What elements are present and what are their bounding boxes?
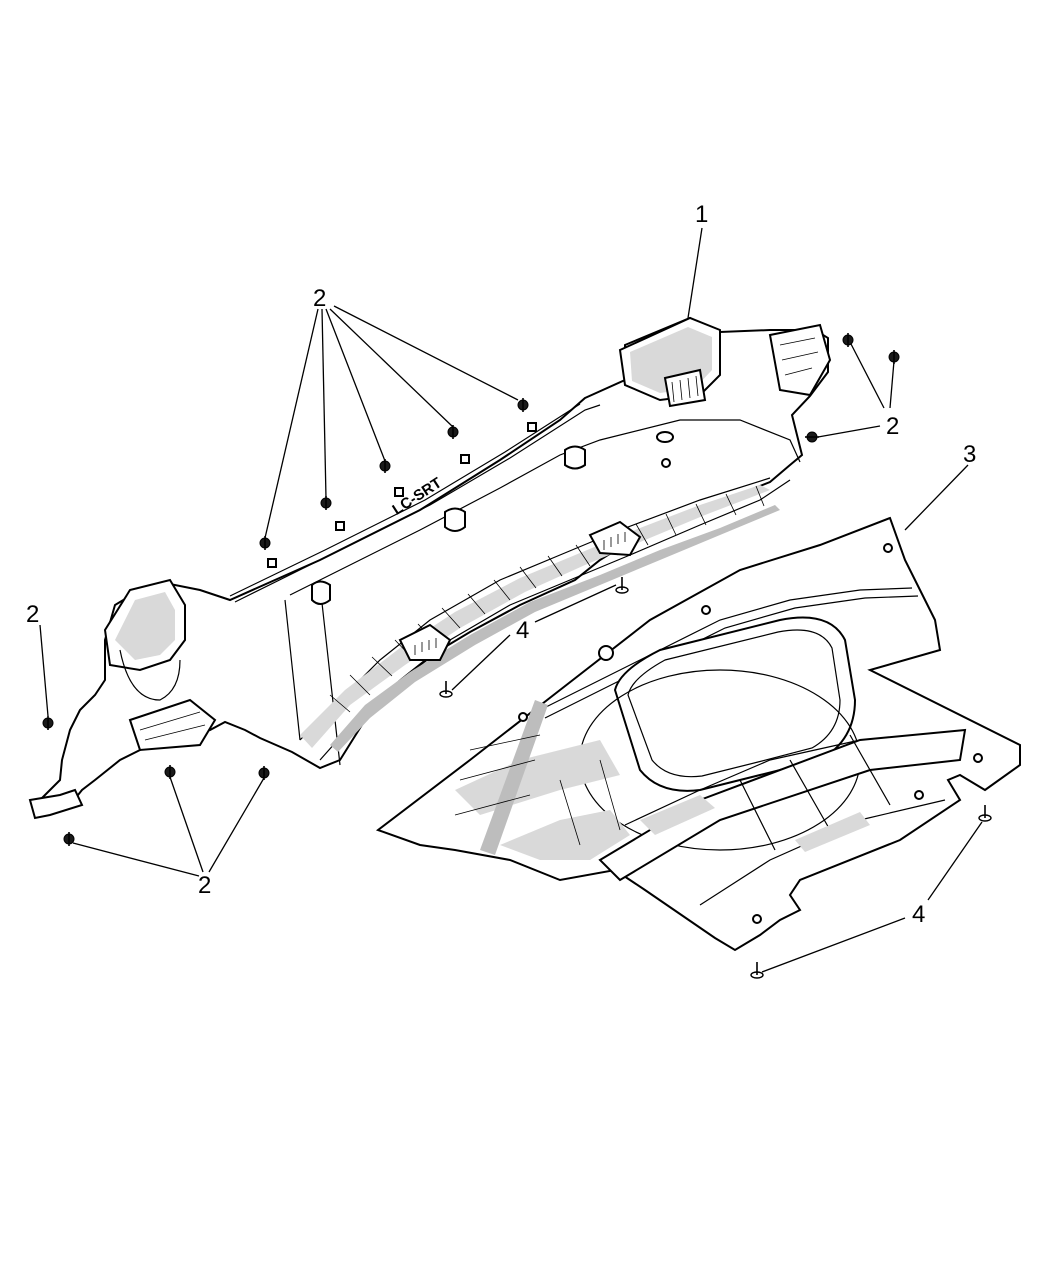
pin-fastener [842,333,854,347]
bracket-clips [398,520,642,661]
leader-lines [39,227,983,973]
stud [439,681,453,698]
callout-2-left: 2 [26,601,39,628]
pin-fastener [164,765,176,779]
callout-4-right: 4 [912,901,925,928]
pin-fastener [63,832,75,846]
callout-2-top: 2 [313,285,326,312]
pin-fastener [805,431,819,443]
callout-1: 1 [695,201,708,228]
mount-bosses [311,445,586,605]
part-4-studs [439,577,992,979]
pin-fastener [258,766,270,780]
shield-holes [518,458,983,924]
rail-tabs [267,422,537,568]
callout-4-center: 4 [516,617,529,644]
callout-2-bottom: 2 [198,872,211,899]
callout-3: 3 [963,441,976,468]
callouts: 1 2 2 2 2 3 4 4 [26,201,976,928]
stud [978,805,992,822]
callout-2-right: 2 [886,413,899,440]
pin-fastener [259,536,271,550]
pin-fastener [447,425,459,439]
part-1-underbody-shield [28,316,832,820]
pin-fastener [42,716,54,730]
pin-fastener [379,459,391,473]
stud [615,577,629,594]
pin-fastener [320,496,332,510]
pin-fastener [517,398,529,412]
part-3-splash-shield [375,458,1021,952]
stud [750,962,764,979]
